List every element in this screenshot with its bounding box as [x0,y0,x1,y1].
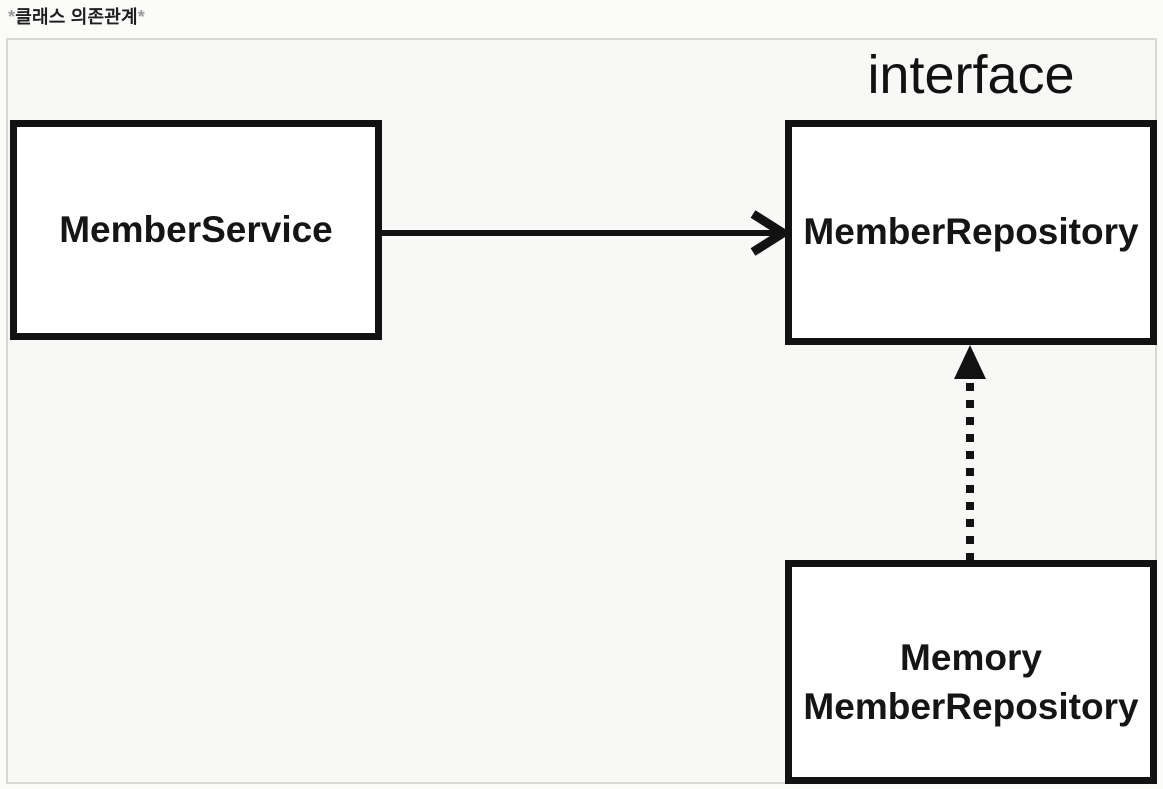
interface-stereotype-label: interface [867,45,1075,105]
title-asterisk-right: * [137,7,145,27]
memory-label-line1: Memory [900,637,1042,679]
node-memory-member-repository-label: Memory MemberRepository [803,634,1138,732]
node-member-service-label: MemberService [59,208,333,250]
node-member-repository: MemberRepository [785,120,1157,345]
title-text: 클래스 의존관계 [15,7,138,27]
node-member-service: MemberService [10,120,382,340]
memory-label-line2: MemberRepository [803,686,1139,727]
page-title: *클래스 의존관계* [8,3,145,29]
node-memory-member-repository: Memory MemberRepository [785,560,1157,784]
node-member-repository-label: MemberRepository [803,211,1139,253]
title-asterisk-left: * [8,7,16,27]
